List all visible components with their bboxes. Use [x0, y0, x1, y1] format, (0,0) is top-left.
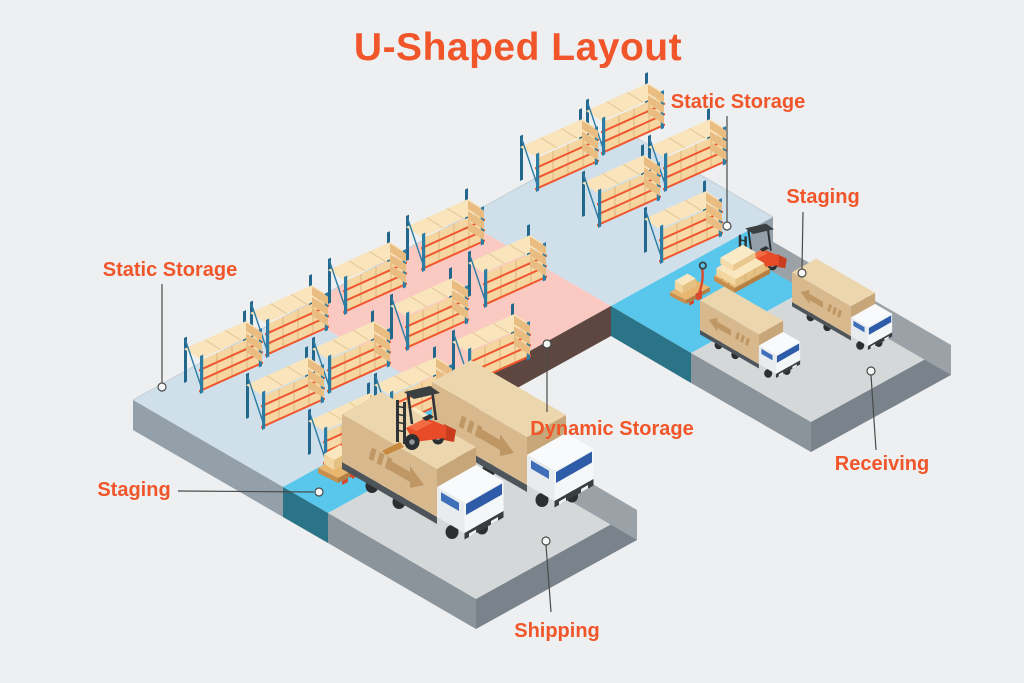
- leader-dot: [722, 221, 732, 231]
- leader-dot: [314, 487, 324, 497]
- leader-line: [177, 490, 315, 493]
- label-static-storage-left: Static Storage: [102, 259, 238, 281]
- leader-line: [870, 374, 877, 451]
- label-receiving: Receiving: [834, 453, 930, 475]
- label-staging-right: Staging: [786, 186, 860, 208]
- label-staging-left: Staging: [97, 479, 171, 501]
- label-static-storage-right: Static Storage: [670, 91, 806, 113]
- leader-dot: [866, 366, 876, 376]
- leader-line: [545, 544, 552, 613]
- leader-dot: [157, 382, 167, 392]
- leader-line: [801, 211, 804, 270]
- leader-dot: [797, 268, 807, 278]
- leader-dot: [542, 339, 552, 349]
- leader-lines: [157, 116, 877, 613]
- page-title: U-Shaped Layout: [353, 26, 683, 69]
- label-shipping: Shipping: [514, 620, 600, 642]
- leader-dot: [541, 536, 551, 546]
- label-dynamic-storage: Dynamic Storage: [530, 418, 694, 440]
